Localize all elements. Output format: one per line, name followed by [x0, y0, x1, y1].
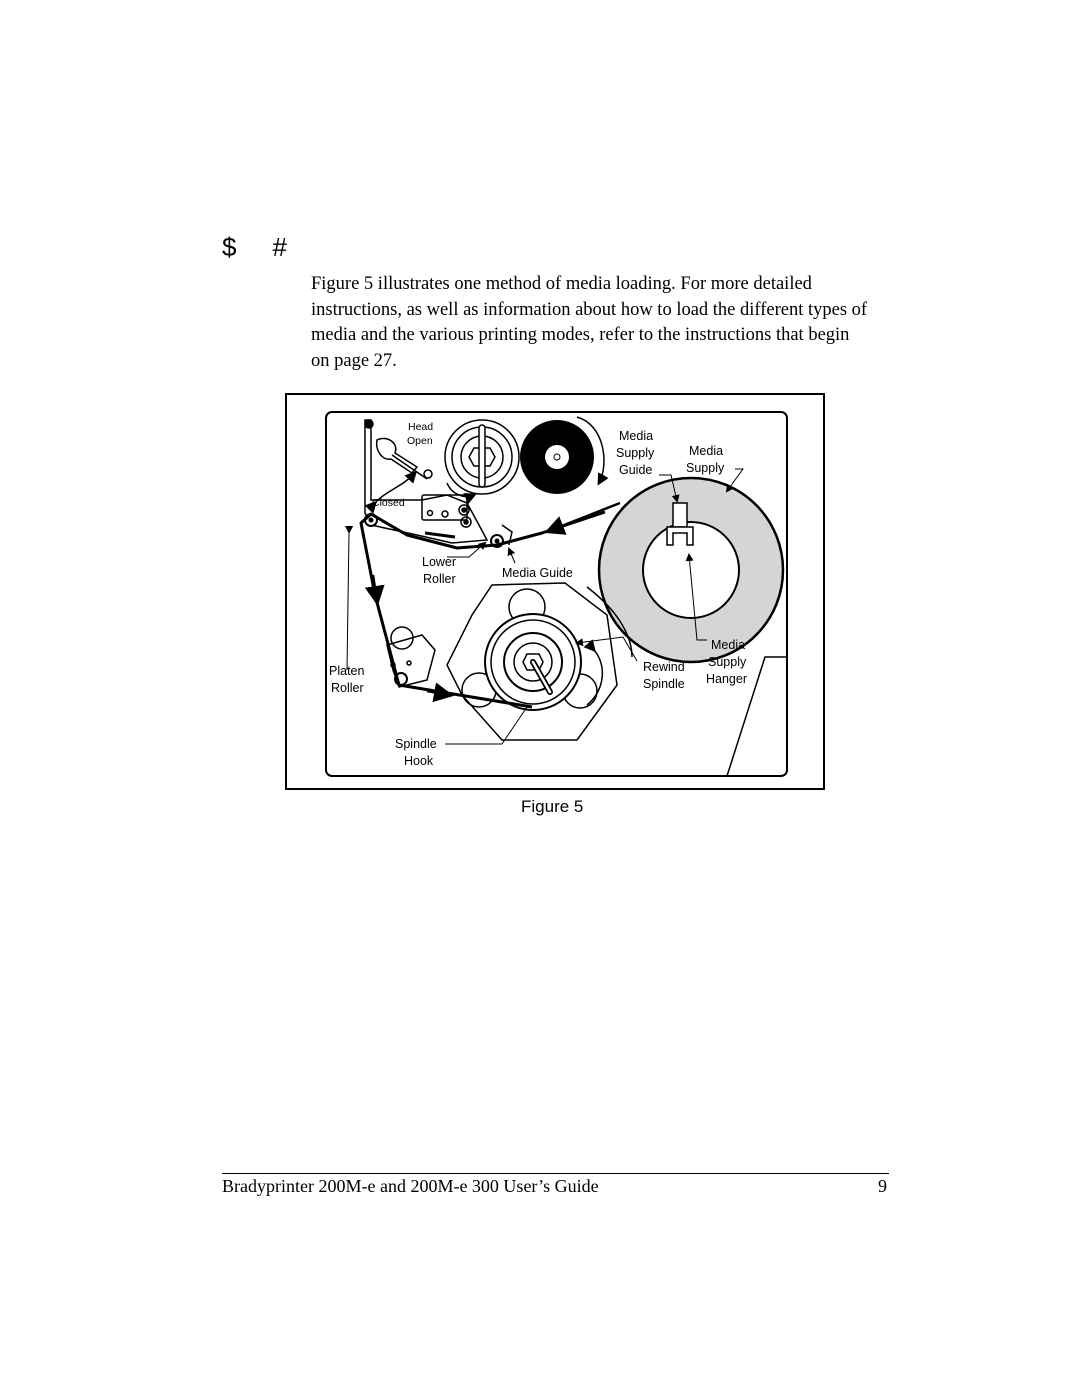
ribbon-take-up-roll	[520, 420, 594, 494]
label-media-supply-hanger-1: Media	[711, 638, 745, 652]
label-media-guide: Media Guide	[502, 566, 573, 580]
label-media-supply-guide-2: Supply	[616, 446, 655, 460]
label-spindle-hook-1: Spindle	[395, 737, 437, 751]
footer-page-number: 9	[878, 1176, 887, 1196]
label-media-supply-hanger-2: Supply	[708, 655, 747, 669]
footer-document-title: Bradyprinter 200M-e and 200M-e 300 User’…	[222, 1176, 599, 1196]
media-path-arrow-top	[544, 501, 621, 535]
label-lower-roller-2: Roller	[423, 572, 456, 586]
label-rewind-spindle-1: Rewind	[643, 660, 685, 674]
label-media-supply-hanger-3: Hanger	[706, 672, 747, 686]
label-leader-lines	[345, 468, 744, 745]
supply-rotation-arc	[586, 586, 633, 658]
label-open: Open	[407, 435, 433, 447]
label-lower-roller-1: Lower	[422, 555, 456, 569]
take-up-rotation-arrow	[576, 416, 609, 486]
paragraph-line: media and the various printing modes, re…	[311, 325, 850, 346]
label-closed: Closed	[372, 497, 405, 509]
rewind-rotation-arrow	[583, 639, 604, 706]
head-open-closed-arrow	[364, 470, 418, 514]
paragraph-line: Figure 5 illustrates one method of media…	[311, 274, 812, 294]
side-cover-edge	[726, 656, 787, 777]
heading-symbol-hash: #	[272, 232, 287, 262]
media-supply-roll	[597, 476, 785, 664]
label-platen-roller-1: Platen	[329, 664, 364, 678]
media-loading-figure: Head Open Closed Media Supply Guide Medi…	[285, 393, 825, 790]
lower-bracket	[386, 634, 436, 688]
label-media-supply-2: Supply	[686, 461, 725, 475]
ribbon-supply-spindle	[444, 419, 520, 495]
paragraph-line: instructions, as well as information abo…	[311, 299, 868, 320]
printer-housing-outline	[325, 411, 788, 777]
section-heading: $#	[222, 232, 287, 263]
media-path-arrow-bottom	[426, 682, 454, 703]
label-head: Head	[408, 421, 433, 433]
media-path-arrow-left	[364, 574, 385, 606]
heading-symbol-dollar: $	[222, 232, 237, 262]
media-path	[359, 510, 606, 709]
label-media-supply-1: Media	[689, 444, 723, 458]
rewind-spindle	[484, 613, 582, 711]
label-rewind-spindle-2: Spindle	[643, 677, 685, 691]
figure-caption: Figure 5	[521, 797, 584, 816]
ribbon-rotation-arrow	[446, 482, 477, 505]
intro-paragraph: Figure 5 illustrates one method of media…	[311, 272, 901, 375]
label-media-supply-guide-3: Guide	[619, 463, 652, 477]
label-spindle-hook-2: Hook	[404, 754, 434, 768]
paragraph-line: on page 27.	[311, 351, 397, 372]
label-media-supply-guide-1: Media	[619, 429, 653, 443]
footer-divider	[222, 1173, 889, 1174]
media-loading-diagram: Head Open Closed Media Supply Guide Medi…	[325, 411, 788, 777]
label-platen-roller-2: Roller	[331, 681, 364, 695]
printhead-assembly	[364, 419, 513, 546]
